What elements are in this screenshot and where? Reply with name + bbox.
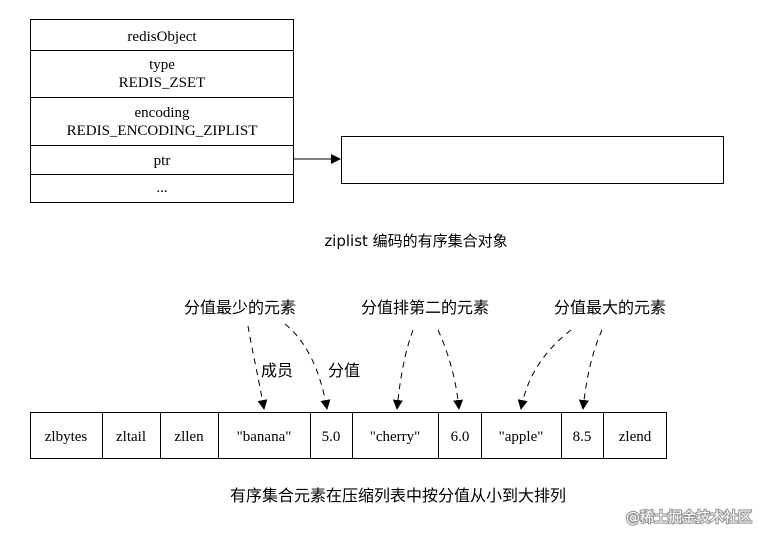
ziplist-cell-zlbytes: zlbytes xyxy=(45,429,88,445)
ellipsis-label: ... xyxy=(156,180,167,196)
redis-object-header: redisObject xyxy=(127,29,197,45)
ziplist-cell-zllen: zllen xyxy=(174,429,204,445)
watermark: @稀土掘金技术社区 xyxy=(626,510,752,526)
arrow-to-8-5 xyxy=(578,329,603,410)
annotation-score: 分值 xyxy=(328,361,360,380)
arrow-to-banana xyxy=(247,325,268,410)
caption-bottom: 有序集合元素在压缩列表中按分值从小到大排列 xyxy=(230,486,566,505)
ziplist-cell-score-8-5: 8.5 xyxy=(573,429,592,445)
arrow-to-6-0 xyxy=(437,329,464,410)
ziplist-cell-cherry: "cherry" xyxy=(370,429,421,445)
annotation-member: 成员 xyxy=(261,361,293,380)
ptr-label: ptr xyxy=(154,153,171,169)
ziplist-cell-score-6-0: 6.0 xyxy=(451,429,470,445)
ziplist-cell-apple: "apple" xyxy=(499,429,544,445)
type-value: REDIS_ZSET xyxy=(119,75,206,91)
annotation-min-score: 分值最少的元素 xyxy=(184,298,296,317)
ziplist-cell-score-5-0: 5.0 xyxy=(322,429,341,445)
caption-top: ziplist 编码的有序集合对象 xyxy=(324,232,507,250)
encoding-value: REDIS_ENCODING_ZIPLIST xyxy=(67,123,258,139)
encoding-label: encoding xyxy=(135,105,190,121)
arrow-to-cherry xyxy=(392,329,414,410)
annotation-second-score: 分值排第二的元素 xyxy=(361,298,489,317)
arrow-to-apple xyxy=(517,329,572,410)
redis-object-table: redisObject type REDIS_ZSET encoding RED… xyxy=(30,19,294,203)
ziplist-target-box xyxy=(341,136,724,184)
ziplist-row: zlbytes zltail zllen "banana" 5.0 "cherr… xyxy=(30,412,667,459)
ziplist-cell-zltail: zltail xyxy=(116,429,146,445)
annotation-max-score: 分值最大的元素 xyxy=(554,298,666,317)
ziplist-cell-banana: "banana" xyxy=(237,429,292,445)
ziplist-cell-zlend: zlend xyxy=(619,429,652,445)
type-label: type xyxy=(149,57,175,73)
